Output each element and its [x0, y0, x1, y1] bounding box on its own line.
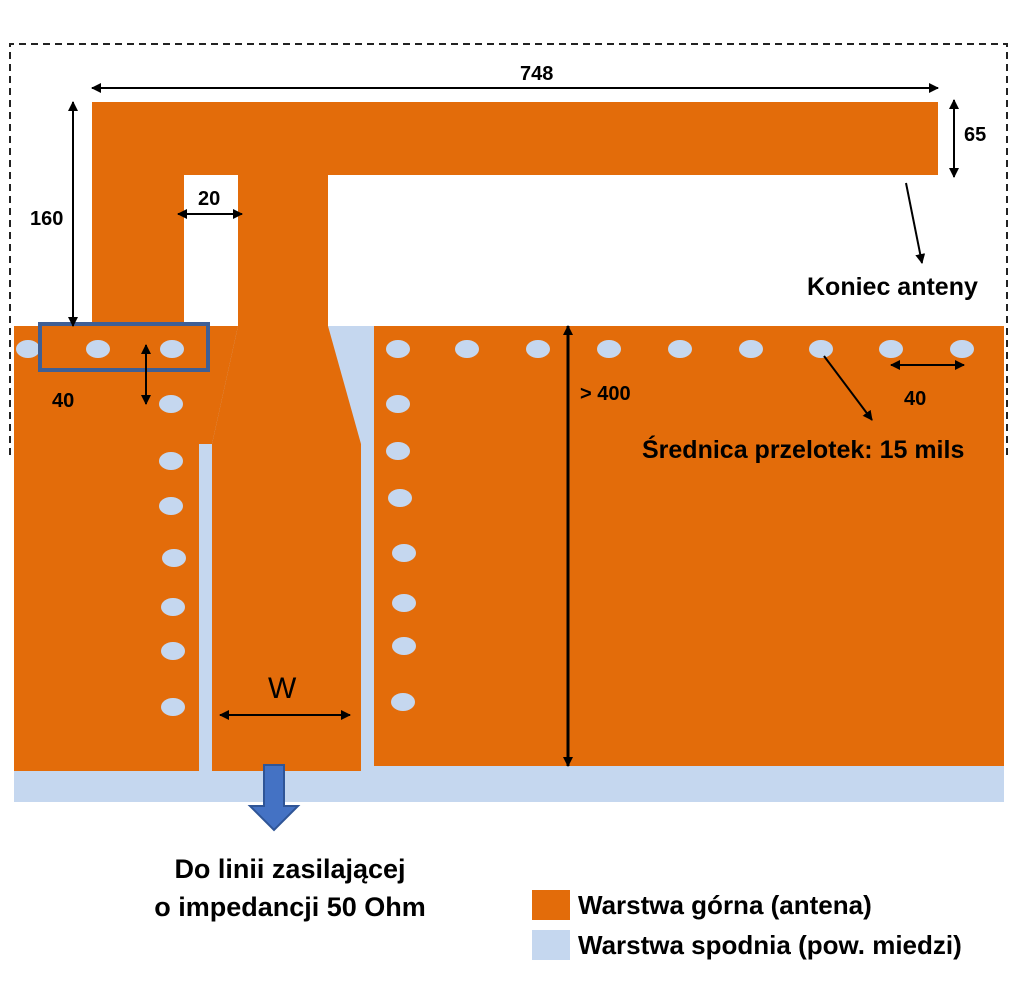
left-ground-plane [14, 326, 238, 771]
via [739, 340, 763, 358]
board-outline [9, 43, 1008, 455]
via [391, 693, 415, 711]
via [392, 594, 416, 612]
via-highlight-box [38, 322, 210, 372]
legend-item-bottom-layer: Warstwa spodnia (pow. miedzi) [532, 930, 962, 960]
caption-line-1: Do linii zasilającej [174, 854, 406, 884]
dim-160-label: 160 [30, 208, 64, 230]
via [386, 395, 410, 413]
via [86, 340, 110, 358]
dim-40-horizontal-label: 40 [904, 388, 927, 410]
top-layer [14, 102, 1004, 771]
legend-label-bottom-layer: Warstwa spodnia (pow. miedzi) [578, 929, 962, 960]
via [455, 340, 479, 358]
via [159, 452, 183, 470]
bottom-layer-strip [14, 765, 1004, 802]
caption-line-2: o impedancji 50 Ohm [154, 892, 426, 922]
via [386, 340, 410, 358]
via [879, 340, 903, 358]
antenna-top-arm [92, 102, 938, 175]
antenna-feed-stub [238, 102, 328, 328]
dim-40-vertical-label: 40 [52, 390, 75, 412]
feed-line-caption: Do linii zasilającej o impedancji 50 Ohm [120, 850, 460, 926]
via [809, 340, 833, 358]
feed-arrow-icon [247, 764, 301, 832]
via [526, 340, 550, 358]
legend-label-top-layer: Warstwa górna (antena) [578, 889, 872, 920]
legend-swatch-bottom-layer [532, 930, 570, 960]
via [392, 637, 416, 655]
legend-swatch-top-layer [532, 890, 570, 920]
dim-w-label: W [268, 672, 297, 705]
via [162, 549, 186, 567]
antenna-left-leg [92, 102, 184, 328]
legend-item-top-layer: Warstwa górna (antena) [532, 890, 872, 920]
via [160, 340, 184, 358]
dim-400-label: > 400 [580, 383, 631, 405]
via [388, 489, 412, 507]
antenna-end-note: Koniec anteny [807, 273, 978, 301]
via [950, 340, 974, 358]
via [159, 497, 183, 515]
dim-748-label: 748 [520, 63, 554, 85]
via [161, 642, 185, 660]
via [668, 340, 692, 358]
via [597, 340, 621, 358]
feed-taper [212, 326, 361, 771]
antenna-end-pointer [905, 182, 926, 264]
via [392, 544, 416, 562]
dim-65-label: 65 [964, 124, 987, 146]
via [386, 442, 410, 460]
right-ground-plane [374, 326, 1004, 766]
via [159, 395, 183, 413]
via-holes [16, 340, 974, 716]
via-diameter-note: Średnica przelotek: 15 mils [642, 436, 965, 464]
via [16, 340, 40, 358]
via [161, 698, 185, 716]
via [161, 598, 185, 616]
dim-20-label: 20 [198, 188, 221, 210]
via-diameter-pointer [823, 355, 873, 421]
dimension-arrows [68, 83, 965, 767]
